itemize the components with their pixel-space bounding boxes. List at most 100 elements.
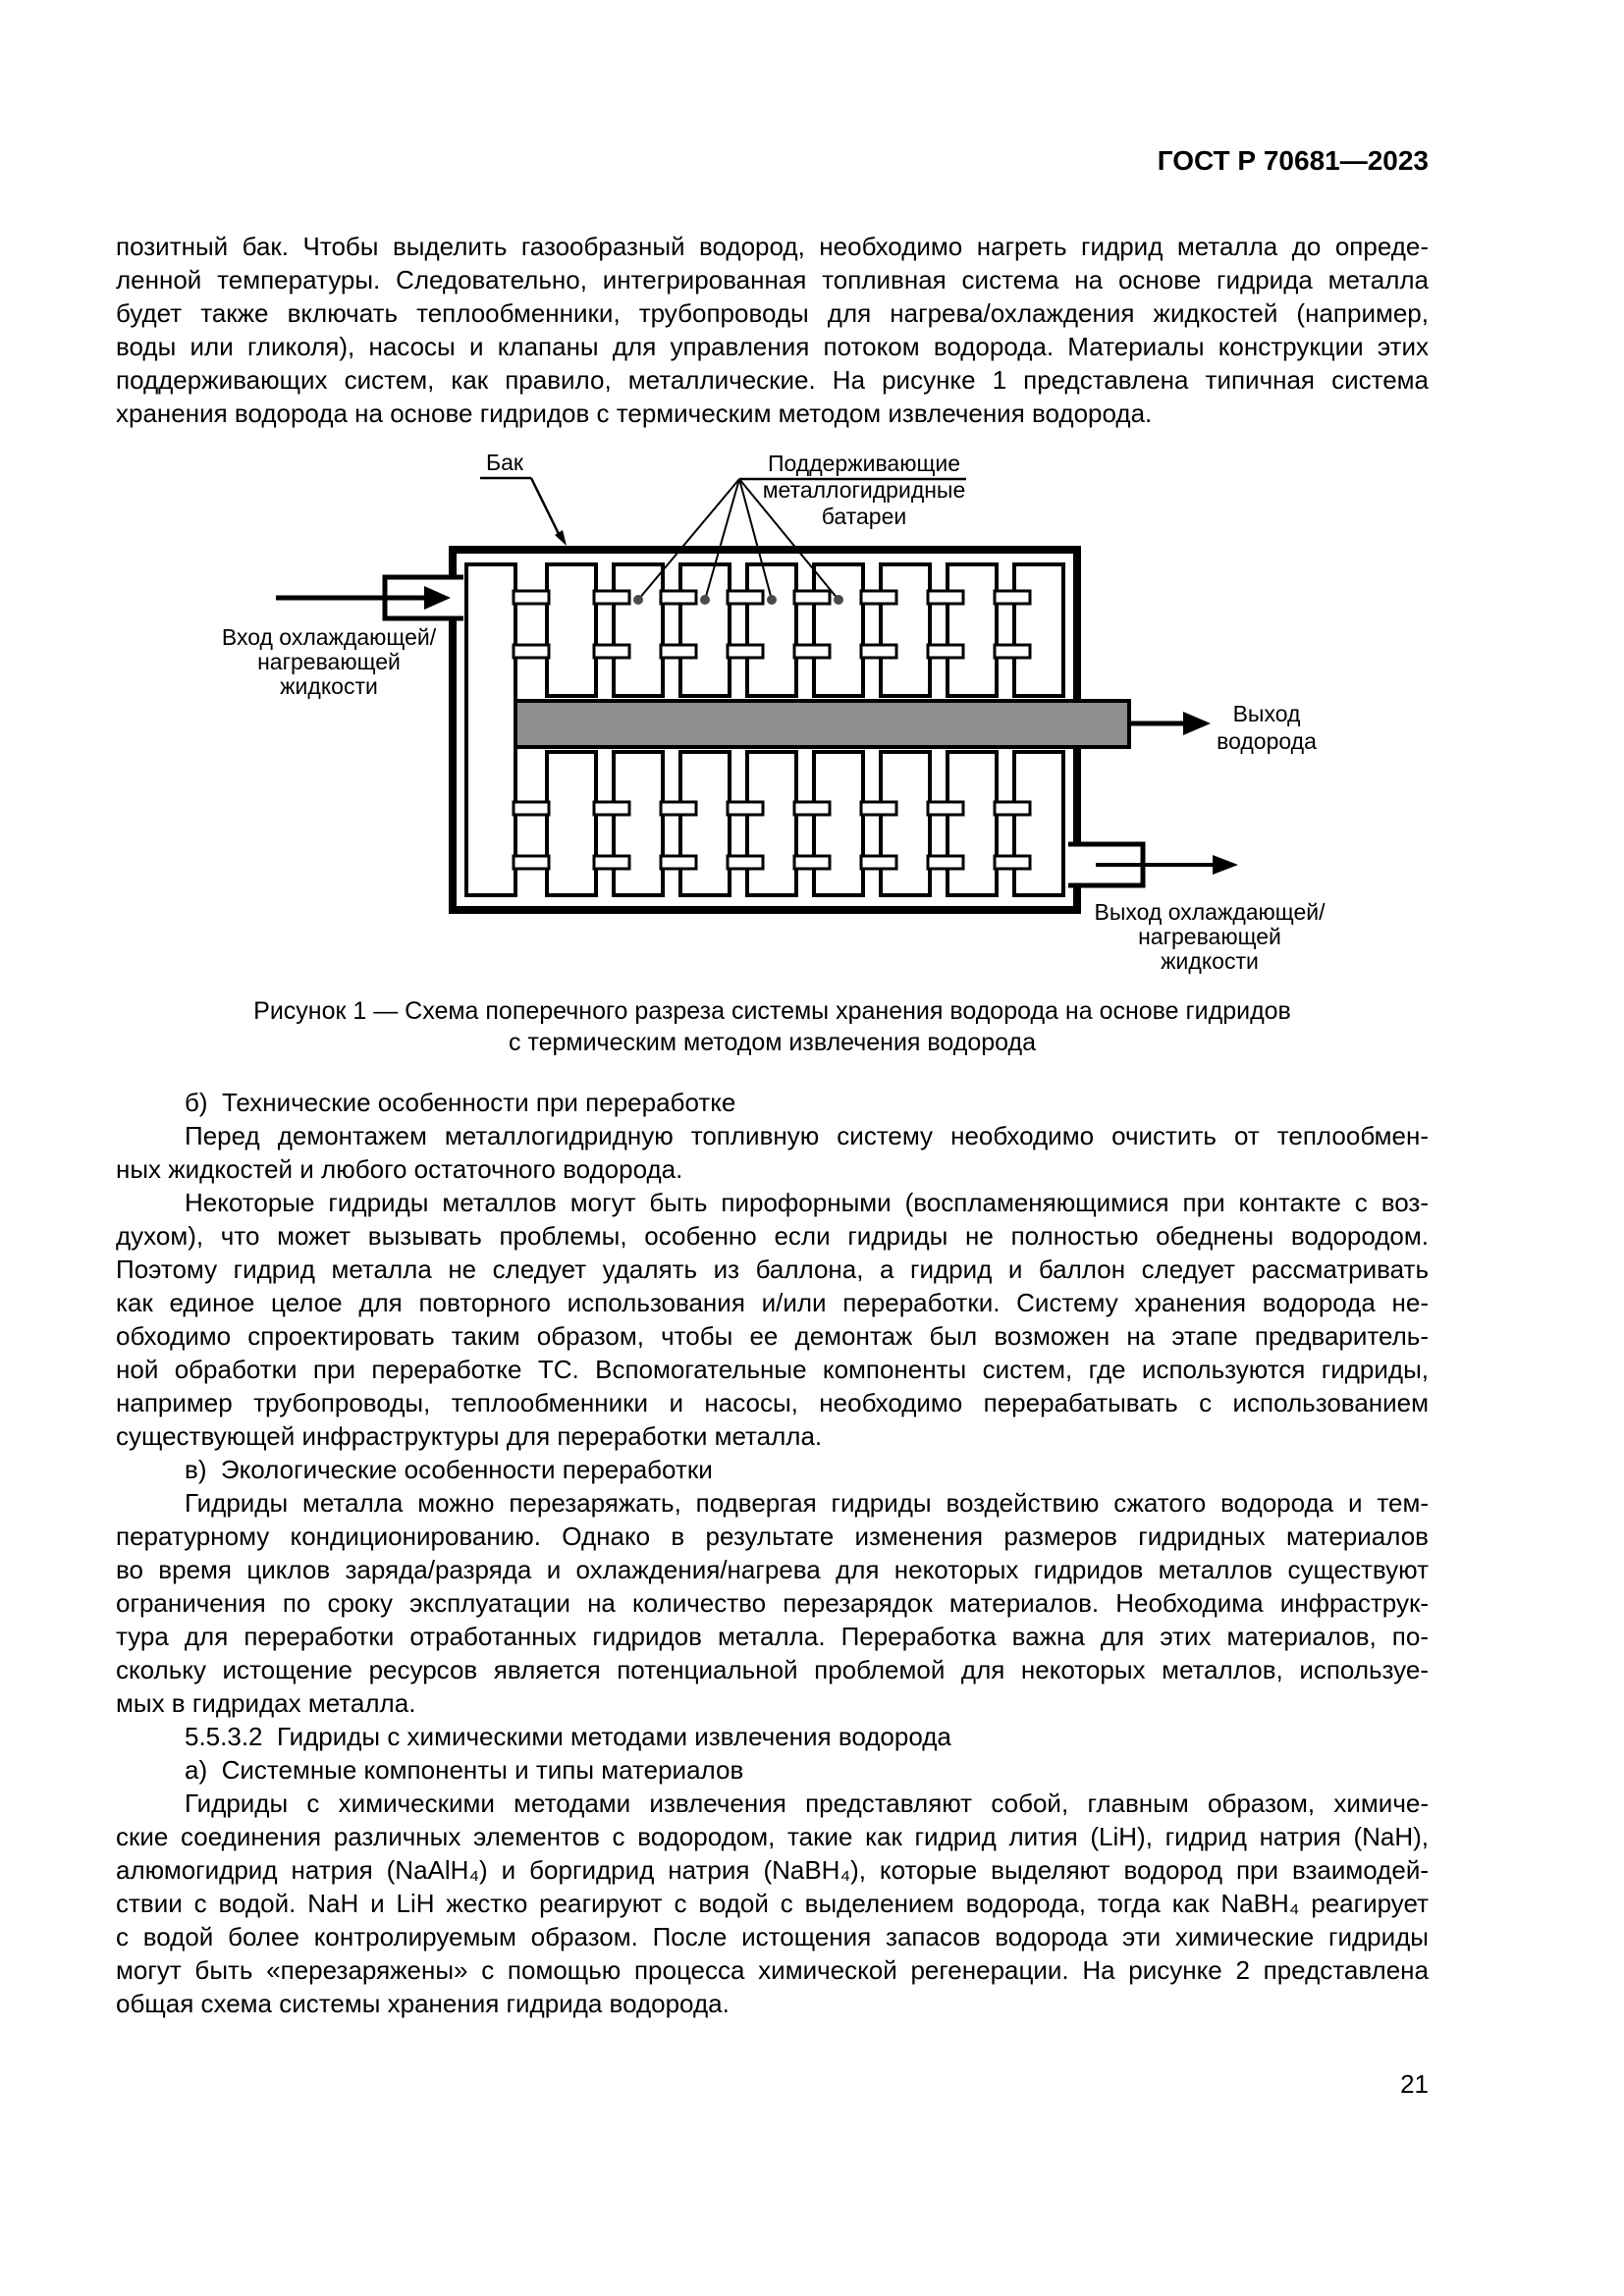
text-line: б) Технические особенности при переработ…: [185, 1088, 736, 1117]
tank-label: Бак: [486, 450, 524, 475]
text-line: а) Системные компоненты и типы материало…: [185, 1755, 744, 1785]
text-line: будет также включать теплообменники, тру…: [116, 298, 1429, 328]
figure-caption: Рисунок 1 — Схема поперечного разреза си…: [116, 995, 1429, 1058]
text-line: тура для переработки отработанных гидрид…: [116, 1622, 1429, 1651]
figure-1-diagram: Бак Поддерживающие металлогидридные бата…: [222, 450, 1326, 974]
battery-tab: [792, 589, 832, 606]
text-line: мых в гидридах металла.: [116, 1688, 416, 1718]
liquid-outlet-label-line2: нагревающей: [1138, 924, 1281, 949]
battery-tab: [726, 854, 765, 871]
text-line: как единое целое для повторного использо…: [116, 1288, 1429, 1317]
battery-column: [1012, 750, 1065, 897]
battery-tab: [592, 589, 631, 606]
figure-caption-line2: с термическим методом извлечения водород…: [508, 1029, 1037, 1056]
text-line: ограничения по сроку эксплуатации на кол…: [116, 1588, 1429, 1618]
battery-tab: [926, 589, 965, 606]
battery-column: [946, 562, 999, 698]
text-line: ной обработки при переработке ТС. Вспомо…: [116, 1355, 1429, 1384]
text-line: воды или гликоля), насосы и клапаны для …: [116, 332, 1429, 361]
hydrogen-outlet-label-line2: водорода: [1217, 728, 1317, 754]
text-line: хранения водорода на основе гидридов с т…: [116, 399, 1153, 428]
inlet-label-line3: жидкости: [280, 673, 378, 699]
battery-tab: [859, 643, 898, 660]
battery-tab: [659, 643, 698, 660]
text-line: Гидриды с химическими методами извлечени…: [185, 1789, 1429, 1818]
intro-paragraph: позитный бак. Чтобы выделить газообразны…: [116, 230, 1429, 430]
battery-tab: [592, 854, 631, 871]
text-line: Перед демонтажем металлогидридную топлив…: [185, 1121, 1429, 1150]
tank-leader-line: [529, 477, 563, 539]
page-number: 21: [1400, 2069, 1429, 2099]
battery-column: [612, 750, 665, 897]
text-line: во время циклов заряда/разряда и охлажде…: [116, 1555, 1429, 1584]
text-line: духом), что может вызывать проблемы, осо…: [116, 1221, 1429, 1251]
battery-column: [545, 750, 598, 897]
battery-column: [946, 750, 999, 897]
inlet-label-line2: нагревающей: [257, 649, 401, 674]
figure-caption-line1: Рисунок 1 — Схема поперечного разреза си…: [253, 997, 1291, 1025]
text-line: 5.5.3.2 Гидриды с химическими методами и…: [185, 1722, 951, 1751]
battery-column-full: [464, 562, 517, 897]
battery-tab: [993, 854, 1032, 871]
battery-tab: [726, 800, 765, 817]
batteries-leader-dots: [633, 595, 843, 605]
battery-tab: [792, 800, 832, 817]
battery-tab: [859, 800, 898, 817]
battery-column: [545, 562, 598, 698]
text-line: ных жидкостей и любого остаточного водор…: [116, 1154, 683, 1184]
battery-column: [812, 562, 865, 698]
battery-tab: [512, 643, 551, 660]
inlet-label-line1: Вход охлаждающей/: [222, 624, 437, 650]
battery-tab: [993, 589, 1032, 606]
battery-tab: [512, 800, 551, 817]
text-line: Поэтому гидрид металла не следует удалят…: [116, 1255, 1429, 1284]
text-line: Гидриды металла можно перезаряжать, подв…: [185, 1488, 1429, 1518]
battery-column: [745, 750, 798, 897]
battery-tab: [659, 800, 698, 817]
batteries-label-line1: Поддерживающие: [768, 451, 960, 476]
tank-leader-arrow-icon: [555, 530, 567, 546]
liquid-outlet-arrow-icon: [1213, 855, 1238, 875]
battery-tab: [659, 854, 698, 871]
battery-columns: [545, 562, 1065, 897]
batteries-label-line3: батареи: [822, 504, 906, 529]
text-line: могут быть «перезаряжены» с помощью проц…: [116, 1955, 1429, 1985]
text-line: существующей инфраструктуры для перерабо…: [116, 1421, 823, 1451]
text-line: пературному кондиционированию. Однако в …: [116, 1522, 1429, 1551]
battery-column: [745, 562, 798, 698]
text-line: поддерживающих систем, как правило, мета…: [116, 365, 1429, 395]
battery-tabs: [512, 589, 1032, 871]
text-line: алюмогидрид натрия (NaAlH₄) и боргидрид …: [116, 1855, 1429, 1885]
batteries-label-line2: металлогидридные: [763, 477, 966, 503]
battery-tab: [993, 643, 1032, 660]
text-line: ствии с водой. NaH и LiH жестко реагирую…: [116, 1889, 1429, 1918]
battery-column: [678, 562, 731, 698]
battery-tab: [726, 643, 765, 660]
battery-tab: [859, 854, 898, 871]
text-line: скольку истощение ресурсов является поте…: [116, 1655, 1429, 1684]
batteries-leader-lines: [637, 478, 839, 601]
battery-column: [879, 562, 932, 698]
battery-tab: [792, 854, 832, 871]
battery-column: [1012, 562, 1065, 698]
page-header: ГОСТ Р 70681—2023: [1157, 145, 1429, 176]
battery-tab: [592, 643, 631, 660]
battery-tab: [726, 589, 765, 606]
liquid-outlet-label-line3: жидкости: [1161, 948, 1259, 974]
text-line: Некоторые гидриды металлов могут быть пи…: [185, 1188, 1429, 1217]
liquid-outlet-label-line1: Выход охлаждающей/: [1095, 899, 1326, 925]
battery-tab: [926, 800, 965, 817]
text-line: в) Экологические особенности переработки: [185, 1455, 713, 1484]
hydrogen-channel: [514, 699, 1131, 749]
battery-tab: [926, 854, 965, 871]
battery-tab: [592, 800, 631, 817]
hydrogen-outlet-arrow-icon: [1183, 712, 1211, 735]
text-line: обходимо спроектировать таким образом, ч…: [116, 1321, 1429, 1351]
text-line: ские соединения различных элементов с во…: [116, 1822, 1429, 1851]
battery-tab: [792, 643, 832, 660]
text-line: например трубопроводы, теплообменники и …: [116, 1388, 1429, 1417]
battery-tab: [993, 800, 1032, 817]
body-text: б) Технические особенности при переработ…: [116, 1086, 1429, 2020]
text-line: позитный бак. Чтобы выделить газообразны…: [116, 232, 1429, 261]
